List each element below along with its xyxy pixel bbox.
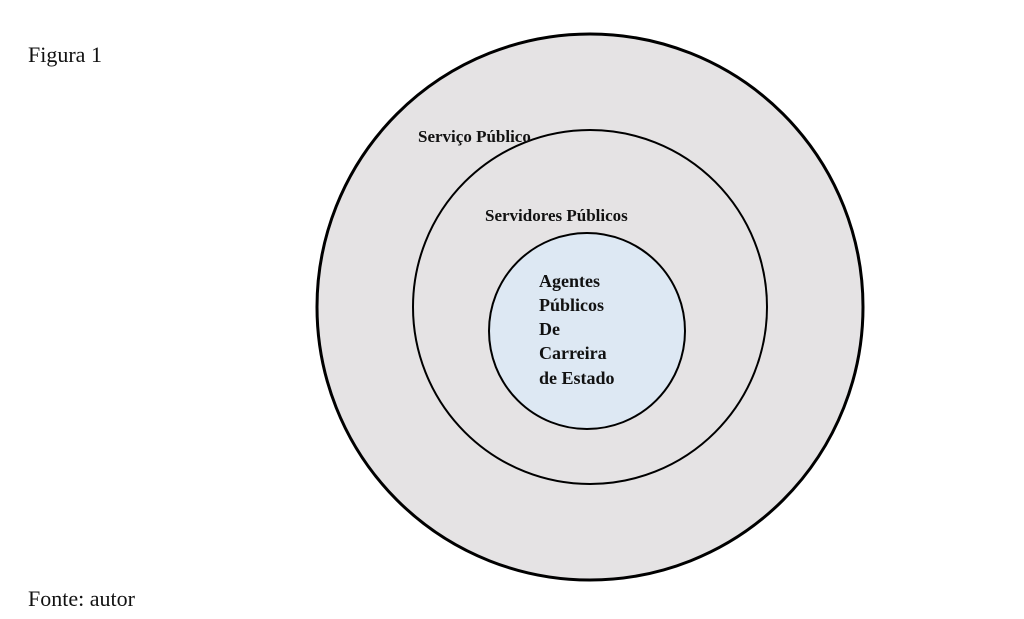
inner-circle-line-2: Públicos <box>539 295 604 315</box>
middle-circle-label: Servidores Públicos <box>485 206 628 225</box>
inner-circle-line-3: De <box>539 319 560 339</box>
outer-circle-label: Serviço Público <box>418 127 531 146</box>
figure-title: Figura 1 <box>28 42 102 67</box>
figure-source: Fonte: autor <box>28 586 135 611</box>
inner-circle-line-1: Agentes <box>539 271 600 291</box>
inner-circle <box>488 232 686 430</box>
inner-circle-line-5: de Estado <box>539 368 615 388</box>
inner-circle-line-4: Carreira <box>539 343 607 363</box>
